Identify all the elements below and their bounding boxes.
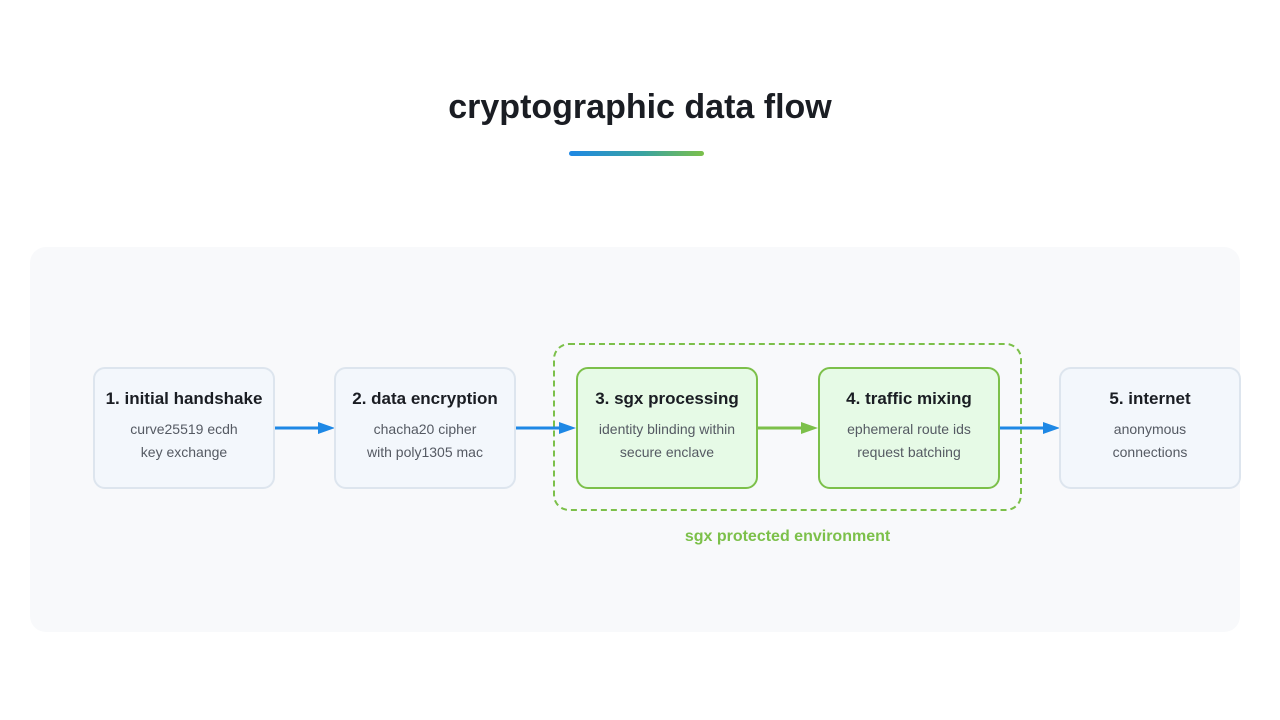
node-title: 2. data encryption <box>352 389 498 408</box>
node-detail: ephemeral route ids <box>847 421 971 437</box>
node-sgx-processing: 3. sgx processing identity blinding with… <box>576 367 758 489</box>
arrow-3-to-4 <box>758 422 818 434</box>
title-underline <box>569 151 704 156</box>
node-data-encryption: 2. data encryption chacha20 cipher with … <box>334 367 516 489</box>
node-detail: request batching <box>857 444 961 460</box>
node-traffic-mixing: 4. traffic mixing ephemeral route ids re… <box>818 367 1000 489</box>
node-detail: anonymous <box>1113 421 1187 437</box>
diagram-title: cryptographic data flow <box>448 88 832 126</box>
enclave-label: sgx protected environment <box>684 528 891 545</box>
node-internet: 5. internet anonymous connections <box>1059 367 1241 489</box>
node-title: 4. traffic mixing <box>846 389 972 408</box>
node-detail: identity blinding within <box>598 421 736 437</box>
arrow-4-to-5 <box>1000 422 1060 434</box>
arrow-2-to-3 <box>516 422 576 434</box>
node-detail: chacha20 cipher <box>373 421 477 437</box>
node-initial-handshake: 1. initial handshake curve25519 ecdh key… <box>93 367 275 489</box>
node-title: 5. internet <box>1109 389 1191 408</box>
node-detail: secure enclave <box>619 444 715 460</box>
node-title: 1. initial handshake <box>105 389 263 408</box>
node-detail: key exchange <box>140 444 228 460</box>
node-detail: connections <box>1112 444 1188 460</box>
node-detail: with poly1305 mac <box>367 444 483 460</box>
node-detail: curve25519 ecdh <box>130 421 238 437</box>
arrow-1-to-2 <box>275 422 335 434</box>
node-title: 3. sgx processing <box>595 389 739 408</box>
